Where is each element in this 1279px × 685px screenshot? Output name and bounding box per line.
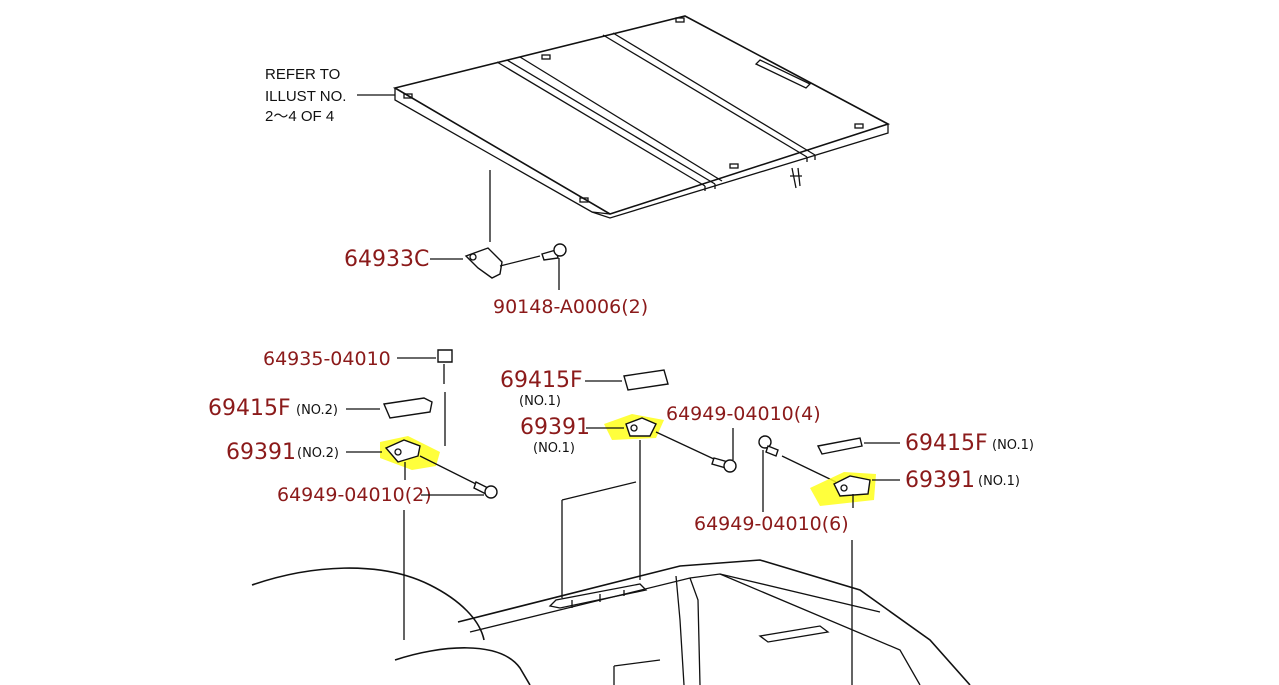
callout-64935: 64935-04010 (263, 348, 391, 370)
part-64949-left-screw (484, 485, 498, 499)
part-64933c-bracket (464, 247, 503, 279)
callout-69391-mid: 69391 (520, 415, 590, 440)
part-64949-right-screw (758, 435, 772, 449)
group-64933c: 64933C 90148-A0006(2) (344, 170, 648, 318)
part-64935-bolt (437, 349, 453, 363)
note-69391-mid: (NO.1) (533, 441, 575, 456)
note-69415f-left: (NO.2) (296, 403, 338, 418)
callout-64949-right: 64949-04010(6) (694, 513, 849, 535)
part-69391-left (384, 439, 421, 463)
callout-64933c: 64933C (344, 247, 429, 272)
part-69415f-right (816, 437, 863, 455)
callout-90148: 90148-A0006(2) (493, 296, 648, 318)
callout-69391-left: 69391 (226, 440, 296, 465)
refer-line-1: REFER TO (265, 66, 340, 83)
callout-64949-left: 64949-04010(2) (277, 484, 432, 506)
refer-line-3: 2〜4 OF 4 (265, 108, 334, 125)
group-right: 69415F (NO.1) 69391 (NO.1) 64949-04010(6… (694, 431, 1034, 685)
callout-69415f-left: 69415F (208, 396, 291, 421)
note-69391-left: (NO.2) (297, 446, 339, 461)
note-69415f-mid: (NO.1) (519, 394, 561, 409)
note-69415f-right: (NO.1) (992, 438, 1034, 453)
refer-line-2: ILLUST NO. (265, 88, 346, 105)
cover-board (392, 15, 891, 219)
callout-64949-mid: 64949-04010(4) (666, 403, 821, 425)
part-69415f-left (382, 397, 433, 419)
note-69391-right: (NO.1) (978, 474, 1020, 489)
group-left: 64935-04010 69415F (NO.2) 69391 (NO.2) 6… (208, 348, 498, 640)
truck-bed (251, 559, 971, 685)
part-64949-mid-screw (723, 459, 737, 473)
callout-69415f-right: 69415F (905, 431, 988, 456)
part-69415f-mid (623, 369, 669, 391)
callout-69391-right: 69391 (905, 468, 975, 493)
callout-69415f-mid: 69415F (500, 368, 583, 393)
group-middle: 69415F (NO.1) 69391 (NO.1) 64949-04010(4… (500, 368, 821, 598)
refer-note: REFER TO ILLUST NO. 2〜4 OF 4 (265, 66, 395, 125)
